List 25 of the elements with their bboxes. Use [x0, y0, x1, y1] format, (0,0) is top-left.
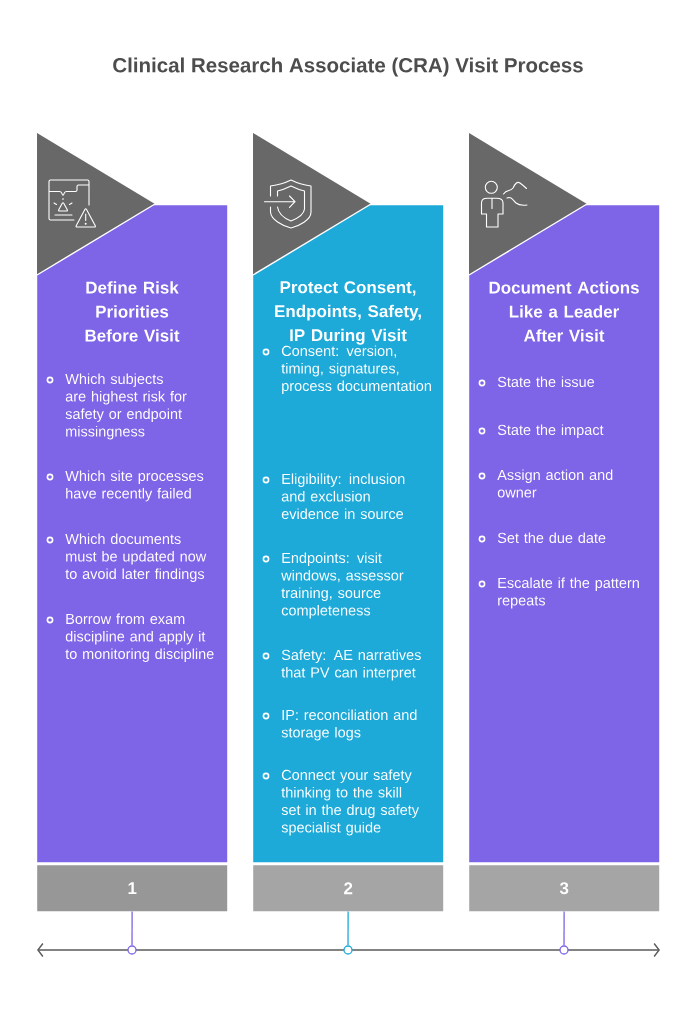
step-number-box: 2 [253, 865, 444, 912]
connector-line [131, 910, 133, 946]
bullet-text: State the impact [497, 424, 604, 438]
bullet-text: Assign action and owner [497, 469, 613, 498]
bullet-text: Connect your safety thinking to the skill set in the drug safety specialist guide [281, 769, 419, 836]
bullet-text: State the issue [497, 376, 595, 388]
bullet-text: Set the due date [497, 532, 606, 544]
bullet-text: Endpoints: visit windows, assessor training, source completeness [281, 552, 404, 619]
column-heading: Document Actions Like a Leader After Visit [489, 281, 639, 342]
bullet-text: Which site processes have recently failed [65, 470, 204, 502]
connector-line [563, 910, 565, 946]
bullet-text: Safety: AE narratives that PV can interpret [281, 649, 421, 681]
title: Clinical Research Associate (CRA) Visit Process [113, 57, 583, 77]
bullet-text: Borrow from exam discipline and apply it to monitoring discipline [65, 613, 214, 662]
bullet-text: Eligibility: inclusion and exclusion evidence in source [281, 473, 405, 520]
bullet-text: Consent: version, timing, signatures, process documentation [281, 345, 431, 394]
bullet-text: Escalate if the pattern repeats [498, 577, 639, 609]
step-number-box: 3 [469, 865, 660, 912]
bullet-text: IP: reconciliation and storage logs [281, 709, 417, 741]
connector-line [347, 910, 349, 946]
step-number-box: 1 [37, 865, 228, 912]
bullet-text: Which documents must be updated now to avoid later findings [65, 533, 207, 582]
bullet-text: Which subjects are highest risk for safety or endpoint missingness [65, 373, 187, 440]
column-heading: Define Risk Priorities Before Visit [85, 281, 180, 342]
column-heading: Protect Consent, Endpoints, Safety, IP During Visit [275, 281, 421, 345]
